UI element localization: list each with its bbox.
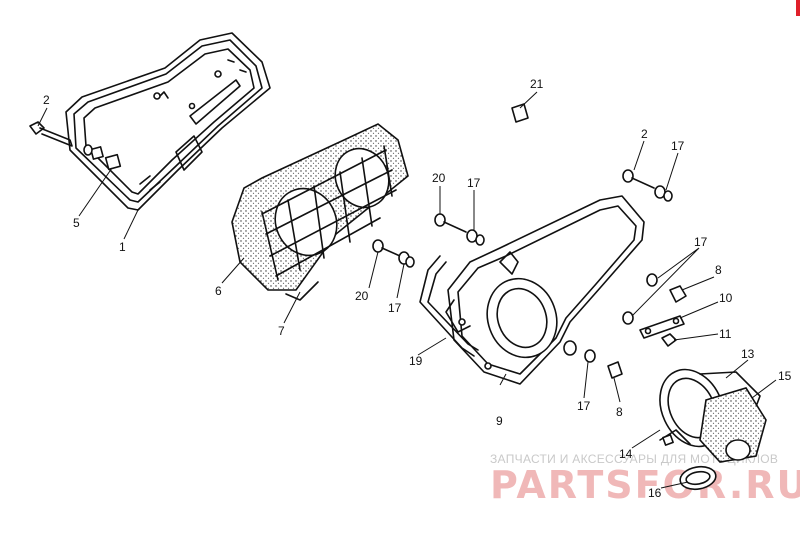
- callout-8-upper: 8: [715, 263, 722, 277]
- callout-5: 5: [73, 216, 80, 230]
- callout-13: 13: [741, 347, 755, 361]
- part-17-grommets-side: [563, 273, 658, 363]
- callout-20-lower: 20: [355, 289, 369, 303]
- part-7-filter-grid: [261, 145, 397, 301]
- callout-9: 9: [496, 414, 503, 428]
- callout-8-lower: 8: [616, 405, 623, 419]
- watermark-caption: ЗАПЧАСТИ И АКСЕССУАРЫ ДЛЯ МОТОЦИКЛОВ: [490, 452, 778, 466]
- callout-16: 16: [648, 486, 662, 500]
- part-17-grommet-upper: [466, 229, 485, 246]
- callout-19: 19: [409, 354, 423, 368]
- callout-17-side: 17: [694, 235, 708, 249]
- part-8-clip-upper: [669, 285, 687, 303]
- part-2-bolt-right: [622, 169, 655, 189]
- part-17-grommet-right: [654, 185, 673, 202]
- part-16-ring: [679, 465, 717, 491]
- callout-10: 10: [719, 291, 733, 305]
- part-11-nut: [661, 333, 677, 347]
- part-21-clip: [511, 103, 529, 123]
- corner-mark: [796, 0, 800, 16]
- watermark-logo: PARTSFOR.RU: [490, 463, 800, 507]
- part-19-breather-tube: [419, 255, 479, 357]
- callout-17-lower: 17: [388, 301, 402, 315]
- callout-20-upper: 20: [432, 171, 446, 185]
- callout-2-right: 2: [641, 127, 648, 141]
- part-2-bolt-left: [29, 121, 73, 147]
- callout-14: 14: [619, 447, 633, 461]
- callout-11: 11: [719, 327, 732, 341]
- part-17-grommet-lower: [398, 251, 415, 268]
- part-9-airbox-housing: [445, 195, 645, 385]
- part-8-clip-lower: [607, 361, 623, 379]
- callout-15: 15: [778, 369, 792, 383]
- callout-2-left: 2: [43, 93, 50, 107]
- part-20-bolt-upper: [434, 213, 467, 233]
- callout-21: 21: [530, 77, 544, 91]
- callout-17-bottom: 17: [577, 399, 591, 413]
- callout-17-upper: 17: [467, 176, 481, 190]
- callout-17-top-right: 17: [671, 139, 685, 153]
- part-1-airbox-cover: [65, 32, 271, 211]
- callout-labels: 2 1 5 6 7 21 2 17 20 17 20 17 17 8 10 11…: [43, 77, 792, 500]
- part-20-bolt-lower: [372, 239, 401, 257]
- callout-6: 6: [215, 284, 222, 298]
- part-10-bracket: [639, 315, 685, 339]
- part-15-filter-cone: [699, 387, 767, 463]
- watermark: ЗАПЧАСТИ И АКСЕССУАРЫ ДЛЯ МОТОЦИКЛОВ PAR…: [490, 452, 800, 507]
- part-5-nut-washer: [83, 144, 122, 171]
- callout-7: 7: [278, 324, 285, 338]
- leader-lines: [37, 91, 777, 489]
- callout-1: 1: [119, 240, 126, 254]
- part-14-hose-clamp: [659, 429, 691, 446]
